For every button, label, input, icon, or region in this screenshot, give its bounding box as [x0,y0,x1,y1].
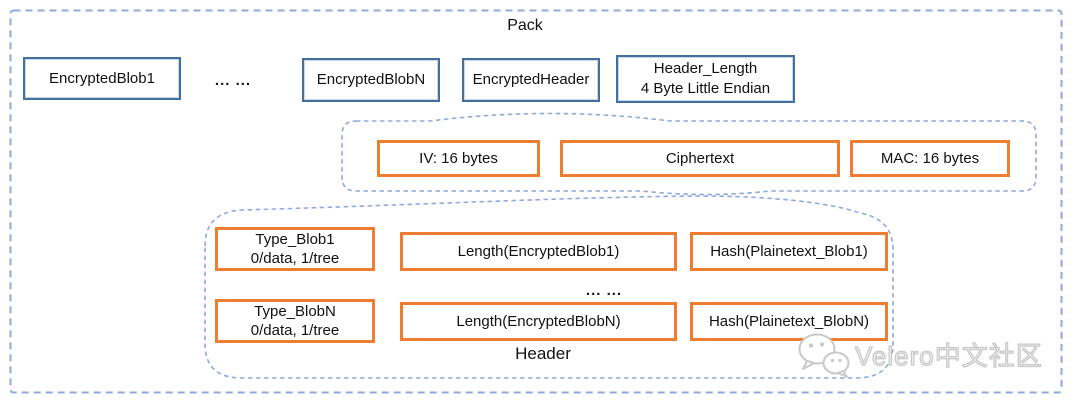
encrypted-blobn-box: EncryptedBlobN [302,58,440,102]
pack-title: Pack [507,17,543,34]
ciphertext-box: Ciphertext [560,140,840,177]
encrypted-header-label: EncryptedHeader [472,71,590,89]
encrypted-header-box: EncryptedHeader [462,58,600,102]
header-length-box: Header_Length 4 Byte Little Endian [616,55,795,103]
length-blobn-box: Length(EncryptedBlobN) [400,302,677,341]
mac-label: MAC: 16 bytes [880,149,980,167]
type-blob1-line1: Type_Blob1 [255,230,335,248]
hash-blobn-box: Hash(Plainetext_BlobN) [690,302,888,341]
iv-box: IV: 16 bytes [377,140,540,177]
header-length-label-line1: Header_Length [653,59,758,77]
type-blobn-line1: Type_BlobN [254,302,336,320]
watermark-text: Velero中文社区 [854,340,1043,371]
ciphertext-label: Ciphertext [665,149,735,167]
header-rows-ellipsis: ... ... [585,282,623,299]
length-blob1-label: Length(EncryptedBlob1) [457,242,620,260]
header-section-title: Header [515,344,571,363]
hash-blob1-label: Hash(Plainetext_Blob1) [710,242,868,260]
type-blob1-line2: 0/data, 1/tree [250,250,340,267]
watermark: Velero中文社区 [793,329,1043,379]
encrypted-blobn-label: EncryptedBlobN [316,71,426,89]
hash-blob1-box: Hash(Plainetext_Blob1) [690,232,888,271]
encrypted-blob1-box: EncryptedBlob1 [23,57,181,100]
encrypted-blob1-label: EncryptedBlob1 [49,69,155,87]
mac-box: MAC: 16 bytes [850,140,1010,177]
type-blob1-box: Type_Blob1 0/data, 1/tree [215,227,375,271]
wechat-icon [798,333,850,378]
pack-row-ellipsis: ... ... [214,72,252,89]
header-length-label-line2: 4 Byte Little Endian [640,80,771,97]
hash-blobn-label: Hash(Plainetext_BlobN) [708,312,870,330]
type-blobn-box: Type_BlobN 0/data, 1/tree [215,299,375,343]
length-blob1-box: Length(EncryptedBlob1) [400,232,677,271]
length-blobn-label: Length(EncryptedBlobN) [456,312,621,330]
type-blobn-line2: 0/data, 1/tree [250,322,340,339]
iv-label: IV: 16 bytes [419,149,498,167]
